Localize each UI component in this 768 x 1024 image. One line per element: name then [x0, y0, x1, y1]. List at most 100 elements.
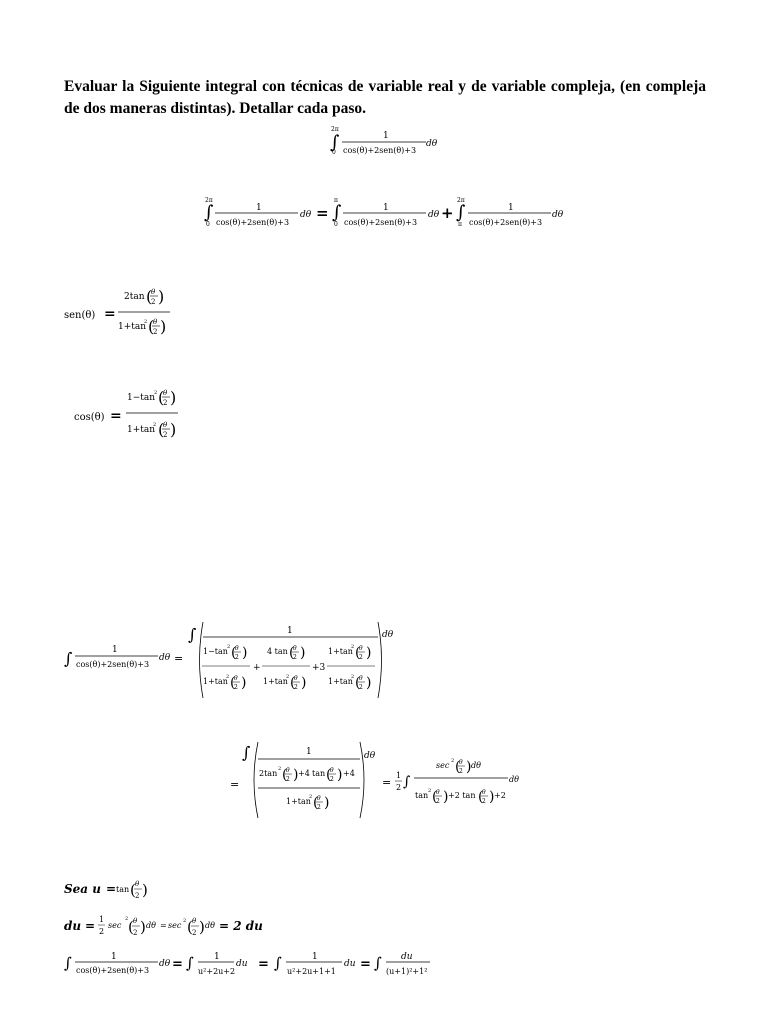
svg-text:(: (: [148, 317, 154, 336]
svg-text:θ: θ: [482, 789, 486, 796]
svg-text:): ): [142, 881, 148, 899]
svg-text:θ: θ: [286, 767, 290, 774]
svg-text:=: =: [174, 652, 183, 665]
svg-text:sec: sec: [108, 921, 122, 930]
svg-text:2: 2: [153, 328, 157, 336]
svg-text:θ: θ: [135, 880, 140, 888]
svg-text:(: (: [355, 675, 360, 691]
svg-text:(: (: [158, 420, 164, 439]
svg-text:+4: +4: [343, 769, 355, 778]
svg-text:dθ: dθ: [205, 921, 215, 930]
svg-text:cos(θ)+2sen(θ)+3: cos(θ)+2sen(θ)+3: [469, 218, 542, 227]
svg-text:u²+2u+2: u²+2u+2: [198, 967, 235, 976]
svg-text:2: 2: [278, 766, 281, 772]
svg-text:): ): [140, 918, 146, 936]
svg-text:(: (: [355, 645, 360, 661]
svg-text:+: +: [441, 204, 454, 222]
svg-text:(: (: [313, 795, 318, 811]
svg-text:∫: ∫: [64, 649, 72, 668]
svg-text:+: +: [253, 663, 261, 673]
svg-text:): ): [300, 645, 305, 661]
svg-text:0: 0: [334, 221, 338, 228]
svg-text:du: du: [236, 959, 248, 969]
svg-text:cos(θ)+2sen(θ)+3: cos(θ)+2sen(θ)+3: [216, 218, 289, 227]
svg-text:θ: θ: [151, 288, 156, 296]
svg-text:θ: θ: [459, 759, 463, 766]
lower-limit: 0: [332, 149, 336, 156]
svg-text:∫: ∫: [242, 743, 250, 762]
svg-text:2: 2: [163, 431, 167, 439]
svg-text:tan: tan: [415, 791, 428, 800]
svg-text:2: 2: [428, 788, 431, 794]
svg-text:θ: θ: [234, 675, 238, 682]
svg-text:θ: θ: [133, 917, 138, 925]
svg-text:=: =: [360, 957, 371, 972]
svg-text:2: 2: [163, 399, 167, 407]
svg-text:2tan: 2tan: [259, 769, 277, 778]
svg-text:π: π: [458, 221, 462, 228]
svg-text:(: (: [128, 918, 134, 936]
svg-text:4 tan: 4 tan: [267, 647, 288, 656]
svg-text:dθ: dθ: [382, 630, 394, 640]
svg-text:2: 2: [309, 794, 312, 800]
svg-text:2: 2: [351, 674, 354, 680]
svg-text:2: 2: [183, 918, 186, 924]
svg-text:θ: θ: [359, 645, 363, 652]
svg-text:): ): [293, 767, 298, 783]
svg-text:): ): [199, 918, 205, 936]
svg-text:2: 2: [153, 422, 156, 428]
svg-text:dθ: dθ: [552, 210, 564, 220]
svg-text:(: (: [455, 759, 460, 775]
svg-text:(: (: [130, 881, 136, 899]
svg-text:du: du: [401, 952, 413, 962]
svg-text:dθ: dθ: [471, 761, 481, 770]
svg-text:θ: θ: [293, 645, 297, 652]
svg-text:2π: 2π: [205, 197, 213, 204]
svg-text:dθ: dθ: [428, 210, 440, 220]
svg-text:1+tan: 1+tan: [328, 647, 353, 656]
svg-text:1+tan: 1+tan: [203, 677, 228, 686]
svg-text:2: 2: [359, 684, 363, 691]
svg-text:1+tan: 1+tan: [127, 425, 155, 435]
svg-text:1−tan: 1−tan: [203, 647, 228, 656]
svg-text:1: 1: [306, 747, 312, 757]
svg-text:sec: sec: [168, 921, 182, 930]
svg-text:sec: sec: [436, 761, 450, 770]
svg-text:(u+1)²+1²: (u+1)²+1²: [386, 967, 427, 976]
svg-text:1: 1: [112, 645, 118, 655]
svg-text:dθ: dθ: [300, 210, 312, 220]
svg-text:2: 2: [99, 927, 104, 936]
svg-text:∫: ∫: [186, 954, 194, 972]
svg-text:=: =: [85, 919, 95, 933]
svg-text:2: 2: [482, 798, 486, 805]
svg-text:(: (: [231, 645, 236, 661]
svg-text:dθ: dθ: [364, 751, 376, 761]
svg-text:tan: tan: [312, 769, 325, 778]
svg-text:π: π: [334, 197, 338, 204]
svg-text:2: 2: [359, 654, 363, 661]
svg-text:θ: θ: [359, 675, 363, 682]
svg-text:2: 2: [234, 684, 238, 691]
svg-text:Sea u: Sea u: [64, 882, 101, 896]
numerator: 1: [383, 131, 389, 141]
svg-text:2: 2: [293, 654, 297, 661]
svg-text:2: 2: [351, 644, 354, 650]
svg-text:1: 1: [287, 626, 293, 636]
svg-text:dθ: dθ: [159, 653, 171, 663]
differential-line: du = 1 2 sec 2 ( θ 2 ) dθ = sec 2 ( θ 2 …: [64, 915, 263, 937]
svg-text:+2 tan: +2 tan: [448, 791, 475, 800]
svg-text:1+tan: 1+tan: [263, 677, 288, 686]
svg-text:=: =: [230, 778, 239, 791]
svg-text:=: =: [316, 204, 329, 222]
svg-text:θ: θ: [163, 389, 168, 397]
svg-text:dθ: dθ: [146, 921, 156, 930]
svg-text:1: 1: [383, 203, 389, 213]
weierstrass-substitution: ∫ 1 cos(θ)+2sen(θ)+3 dθ = ∫ 1 1−tan 2 ( …: [64, 621, 394, 699]
svg-text:cos(θ): cos(θ): [74, 412, 105, 423]
svg-text:2: 2: [192, 929, 196, 937]
svg-text:(: (: [432, 789, 437, 805]
svg-text:=: =: [258, 957, 269, 972]
svg-text:θ: θ: [294, 675, 298, 682]
svg-text:u²+2u+1+1: u²+2u+1+1: [287, 967, 336, 976]
svg-text:dθ: dθ: [159, 959, 171, 969]
